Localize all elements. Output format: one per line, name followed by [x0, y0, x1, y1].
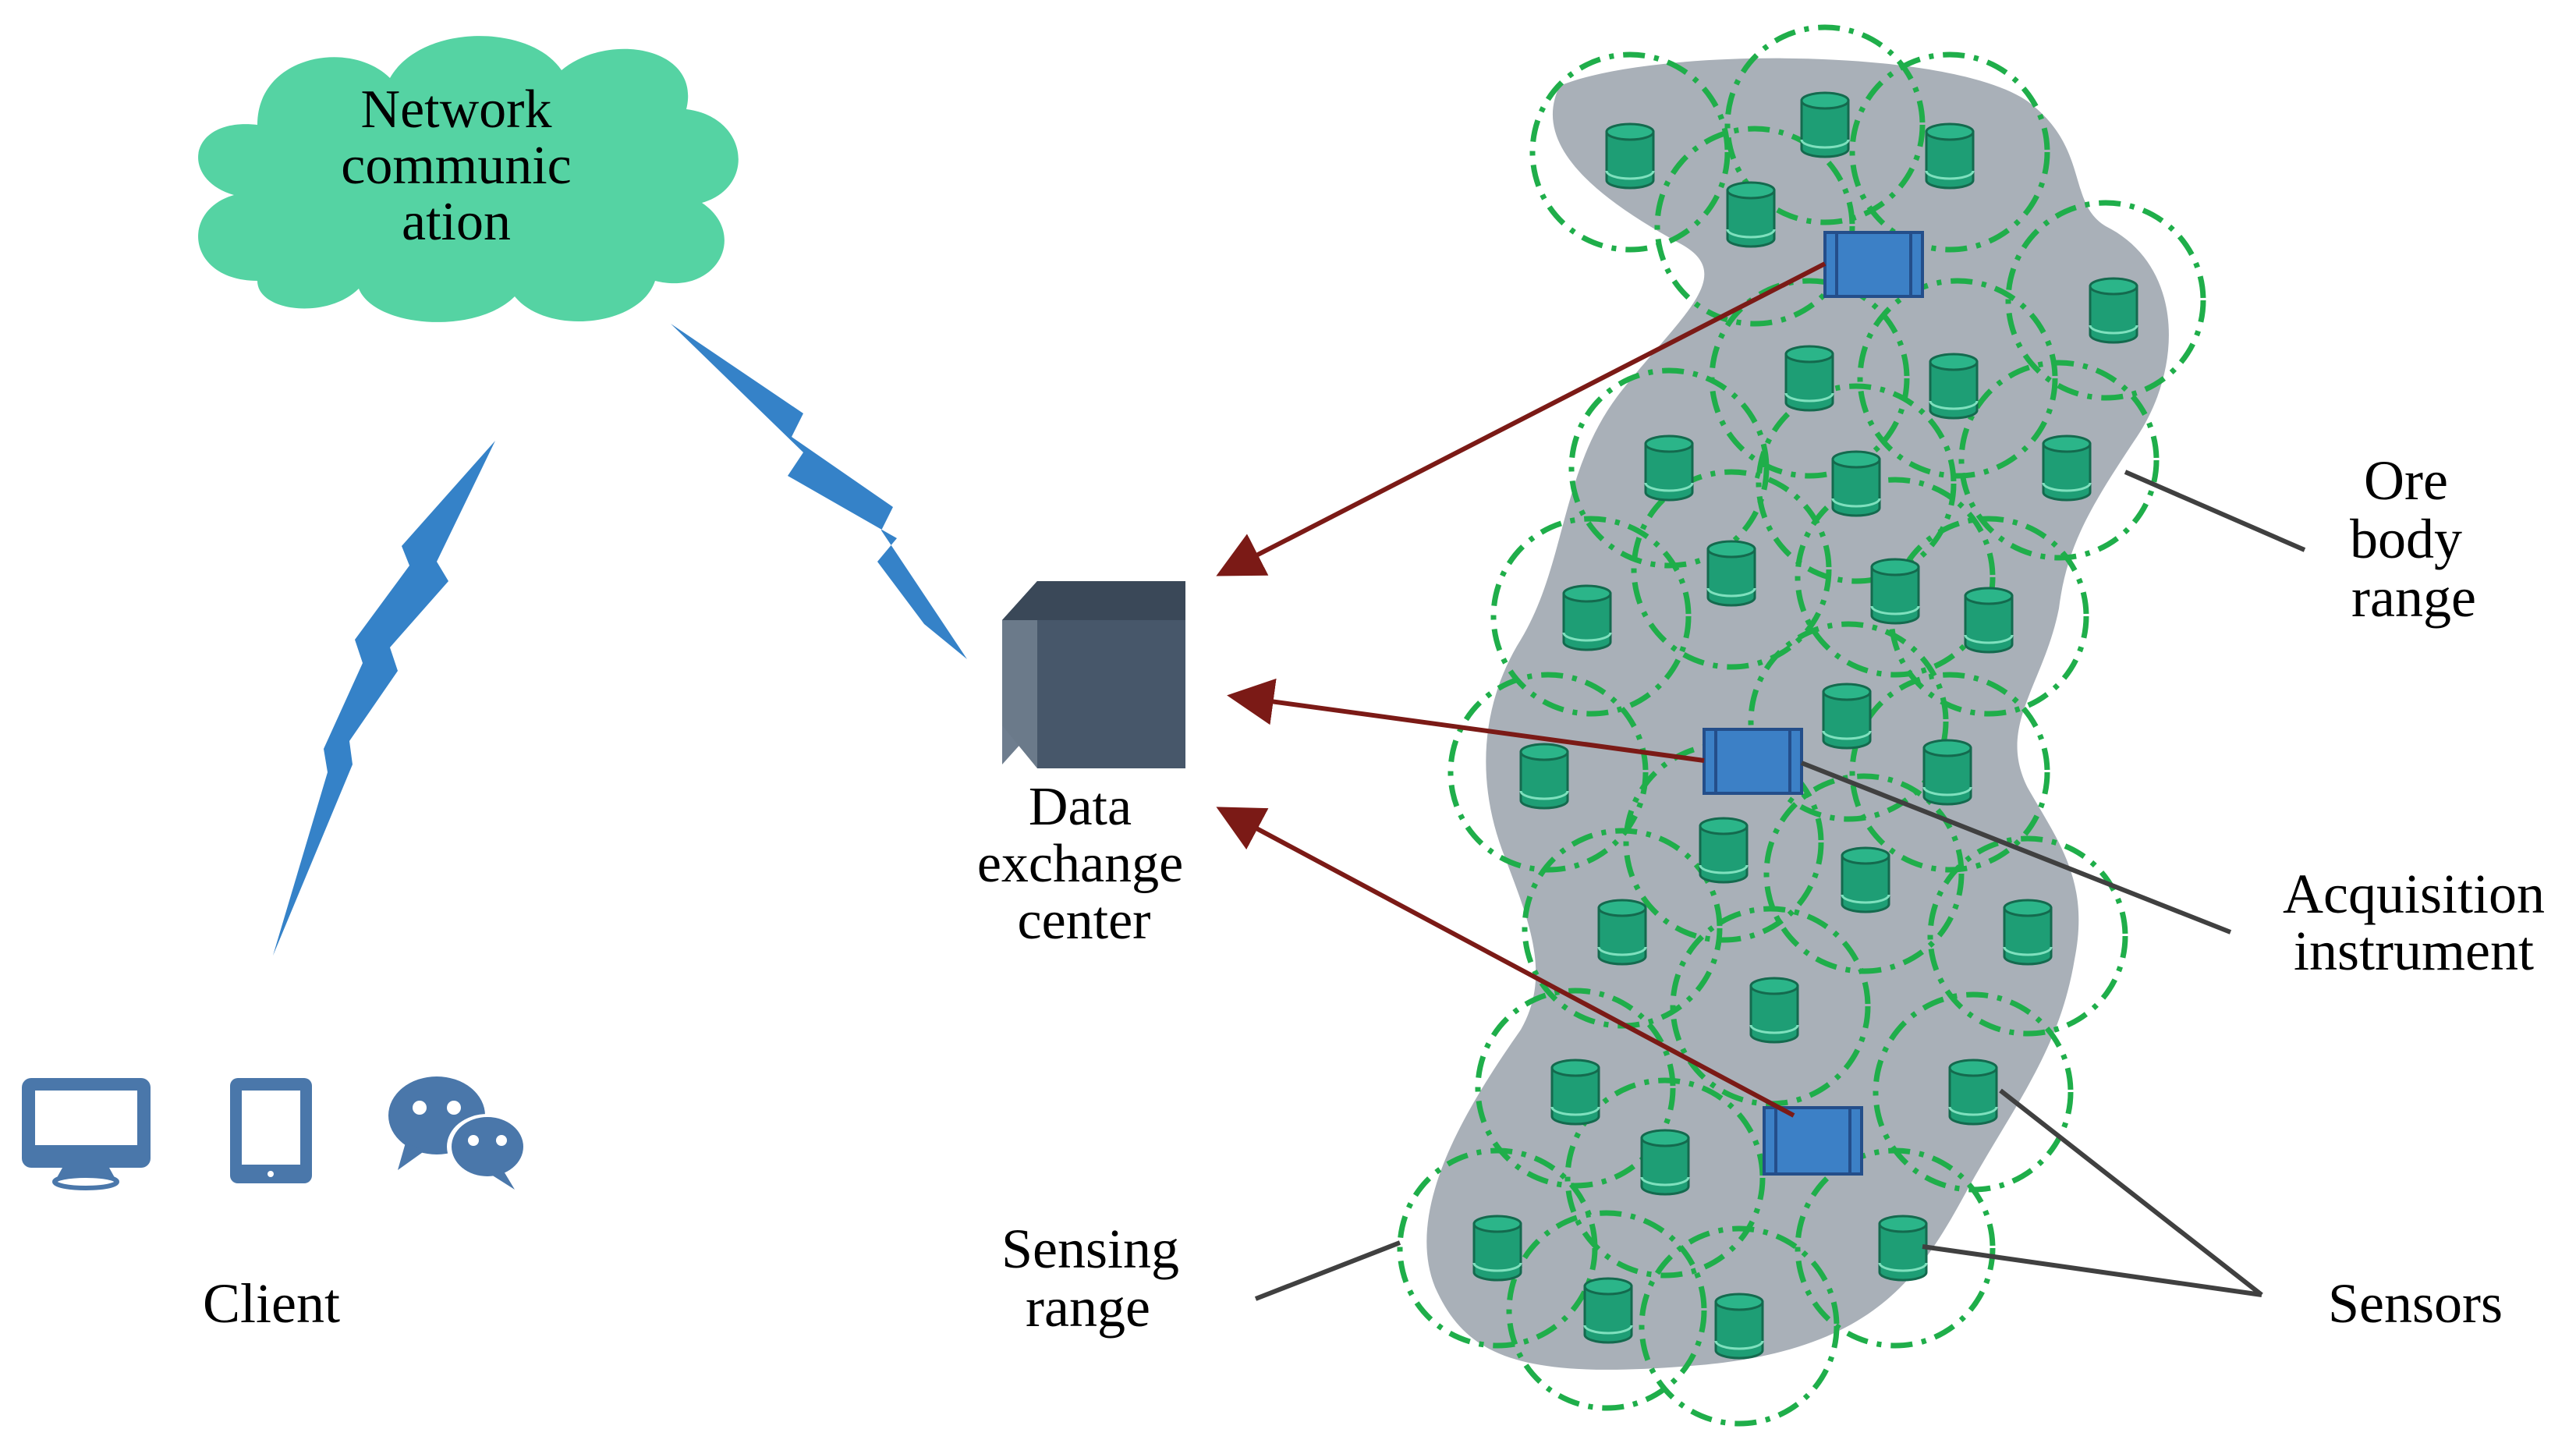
- sensor-icon: [1714, 1293, 1764, 1360]
- sensor-icon: [1562, 584, 1612, 651]
- data-exchange-center: Data exchange center: [977, 581, 1185, 951]
- sensing-range-circle: [1564, 1077, 1766, 1279]
- sensor-icon: [1925, 122, 1975, 190]
- sensing-range-circle: [1631, 469, 1832, 670]
- sensing-range-circle: [1529, 51, 1731, 253]
- sensor-icon: [1550, 1059, 1600, 1126]
- data-center-label-line-3: center: [1018, 891, 1151, 951]
- chat-icon: [388, 1076, 528, 1190]
- sensing-label-line-2: range: [1026, 1276, 1150, 1339]
- cloud-shape: [198, 36, 739, 322]
- leader-sensor-upper: [1999, 1088, 2263, 1297]
- leader-acquisition: [1800, 761, 2232, 935]
- sensing-range-circle: [1397, 1147, 1598, 1349]
- sensing-label-line-1: Sensing: [1001, 1218, 1179, 1280]
- sensor-icon: [1726, 181, 1776, 248]
- sensing-range-circle: [1748, 621, 1949, 822]
- ore-body-range: [1426, 58, 2169, 1370]
- sensing-range-circle: [1795, 477, 1996, 678]
- sensor-icon: [1472, 1215, 1522, 1282]
- arrow-lower: [1216, 807, 1795, 1118]
- sensing-range-circle: [1927, 835, 2128, 1037]
- acquisition-instruments: [1703, 231, 1924, 1176]
- cloud-label-line-3: ation: [402, 192, 511, 252]
- arrow-middle: [1227, 678, 1705, 763]
- sensor-icon: [1870, 558, 1920, 625]
- sensor-icon: [1964, 587, 2014, 654]
- monitor-icon: [22, 1078, 151, 1190]
- sensor-icon: [2042, 434, 2092, 502]
- ore-body-label-line-3: range: [2351, 566, 2476, 629]
- sensing-range-circle: [1490, 516, 1692, 717]
- acquisition-instrument: [1763, 1106, 1863, 1176]
- sensing-range-circle: [1857, 278, 2058, 479]
- sensors-group: [1472, 91, 2138, 1360]
- sensor-icon: [1699, 817, 1749, 884]
- sensors-label: Sensors: [2328, 1272, 2503, 1335]
- cloud-label-line-2: communic: [341, 136, 571, 196]
- sensor-icon: [1831, 450, 1881, 517]
- sensing-range-circle: [1795, 1147, 1996, 1349]
- data-center-label-line-1: Data: [1029, 777, 1132, 837]
- data-arrows: [1216, 261, 1827, 1118]
- tablet-icon: [230, 1078, 312, 1183]
- acquisition-label-line-2: instrument: [2294, 920, 2534, 982]
- leader-sensor-lower: [1922, 1244, 2262, 1297]
- sensor-icon: [1841, 846, 1890, 913]
- sensor-icon: [1800, 91, 1850, 158]
- sensing-ranges: [1397, 24, 2206, 1427]
- leader-sensing-range: [1254, 1240, 1401, 1301]
- sensor-icon: [1706, 540, 1756, 607]
- arrow-upper: [1216, 261, 1827, 576]
- client-devices: Client: [22, 1076, 528, 1335]
- sensor-icon: [1929, 353, 1979, 420]
- leader-lines: [1254, 470, 2306, 1301]
- sensor-icon: [1644, 434, 1694, 502]
- sensor-icon: [2089, 277, 2138, 344]
- sensing-range-circle: [1849, 672, 2050, 873]
- data-center-label-line-2: exchange: [977, 834, 1183, 894]
- sensor-icon: [1597, 899, 1647, 966]
- leader-ore-body: [2124, 470, 2306, 552]
- ore-body-label-line-2: body: [2350, 508, 2462, 570]
- wireless-link-icon-client: [273, 441, 495, 956]
- sensing-range-circle: [1506, 1210, 1707, 1411]
- sensor-icon: [1822, 683, 1872, 750]
- sensing-range-circle: [1654, 126, 1855, 327]
- acquisition-label-line-1: Acquisition: [2283, 863, 2545, 925]
- sensor-icon: [2003, 899, 2053, 966]
- sensing-range-circle: [1568, 367, 1770, 569]
- sensor-icon: [1922, 739, 1972, 806]
- client-label: Client: [203, 1272, 340, 1335]
- acquisition-instrument: [1703, 728, 1803, 795]
- sensing-range-circle: [1958, 360, 2160, 561]
- ore-body-label-line-1: Ore: [2364, 449, 2448, 512]
- sensing-range-circle: [1724, 24, 1926, 225]
- sensor-icon: [1784, 345, 1834, 412]
- sensing-range-circle: [1447, 672, 1649, 873]
- sensor-icon: [1605, 122, 1655, 190]
- sensing-range-circle: [1849, 51, 2050, 253]
- sensing-range-circle: [2005, 200, 2206, 401]
- sensor-icon: [1640, 1129, 1690, 1196]
- sensor-icon: [1519, 743, 1569, 810]
- sensor-icon: [1583, 1277, 1633, 1344]
- wireless-link-icon-center: [671, 324, 967, 659]
- network-cloud: Network communic ation: [198, 36, 739, 322]
- sensor-icon: [1749, 977, 1799, 1044]
- acquisition-instrument: [1823, 231, 1924, 298]
- cloud-label-line-1: Network: [361, 80, 552, 140]
- sensing-range-circle: [1756, 383, 1957, 584]
- cube-icon: [1002, 581, 1185, 768]
- sensor-icon: [1948, 1059, 1998, 1126]
- sensor-icon: [1878, 1215, 1928, 1282]
